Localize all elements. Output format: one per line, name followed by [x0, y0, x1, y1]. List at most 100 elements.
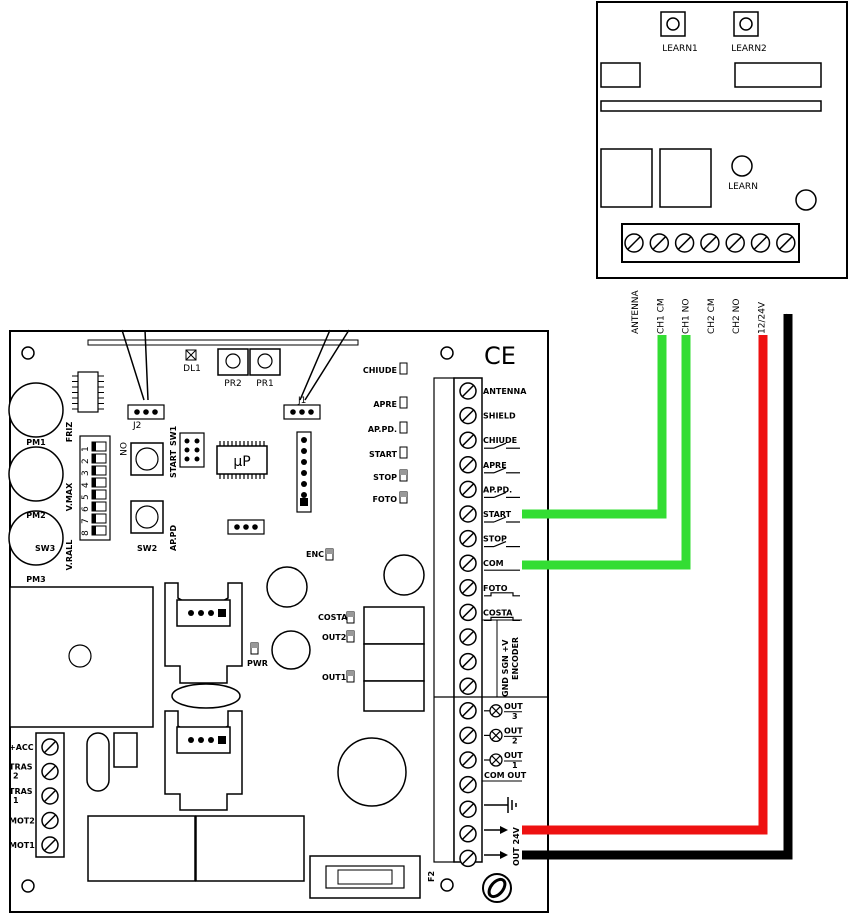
wire-ch1cm-start [522, 335, 667, 519]
heatsink-upper [164, 582, 243, 684]
dip-on-label: ON [117, 442, 127, 456]
ic-chip-small [77, 371, 99, 413]
lamp-icon [489, 704, 503, 718]
pr1-label: PR1 [256, 379, 273, 389]
encoder-label: ENCODER [511, 637, 520, 680]
dip-number: 1 [81, 446, 91, 452]
j2-label: J2 [132, 421, 141, 431]
friz-label: FRIZ [65, 422, 74, 443]
right-terminal-label: START [483, 510, 512, 519]
learn2-label: LEARN2 [731, 44, 767, 54]
sw2-appd-label: AP.PD [169, 525, 178, 551]
status-led [399, 396, 408, 409]
right-terminal-label: COM [483, 559, 504, 568]
costa-led-label: COSTA [318, 613, 348, 622]
left-terminal-label: 1 [13, 796, 19, 805]
relay [363, 643, 425, 682]
capacitor [383, 554, 425, 596]
pm1-label: PM1 [26, 438, 46, 447]
output-label: OUT [504, 751, 523, 760]
com-out-label: COM OUT [484, 771, 527, 780]
relay [363, 680, 425, 712]
small-component [113, 732, 138, 768]
relay-bottom-right [195, 815, 305, 882]
pm3-pot[interactable] [8, 510, 64, 566]
wire-1224v-out24v [522, 335, 768, 835]
dip-number: 8 [81, 530, 91, 536]
wire-gnd-out24v [522, 314, 793, 860]
heatsink-lower [164, 710, 243, 811]
led-label: AP.PD. [368, 425, 397, 434]
learn-label: LEARN [728, 182, 758, 192]
relay-bottom-left [87, 815, 196, 882]
pm2-pot[interactable] [8, 446, 64, 502]
receiver-terminal-label: CH1 CM [656, 298, 666, 334]
left-terminal-label: +ACC [9, 743, 34, 752]
status-led [399, 421, 408, 434]
sw2-knob [135, 505, 159, 529]
j1-pointer [299, 329, 350, 401]
pwr-label: PWR [247, 659, 268, 668]
ce-mark: CE [484, 342, 516, 370]
capacitor [266, 566, 308, 608]
output-label: OUT [504, 726, 523, 735]
mount-hole [440, 878, 454, 892]
output-number: 3 [512, 712, 518, 721]
wires [522, 314, 793, 860]
led-label: CHIUDE [363, 366, 397, 375]
mount-hole [21, 879, 35, 893]
left-terminal-label: TRAS [9, 763, 33, 772]
vmax-label: V.MAX [65, 482, 74, 511]
arrow-icon [484, 851, 508, 859]
dip-number: 7 [81, 518, 91, 524]
right-terminal-label: COSTA [483, 608, 513, 617]
output-number: 1 [512, 761, 518, 770]
dip-number: 2 [81, 458, 91, 464]
output-number: 2 [512, 736, 518, 745]
dip-number: 3 [81, 470, 91, 476]
microprocessor [216, 445, 268, 475]
sw2-label: SW2 [137, 544, 157, 553]
pm2-label: PM2 [26, 511, 45, 520]
receiver-terminal-label: CH2 CM [707, 298, 717, 334]
fuse-holder-small [86, 732, 110, 792]
left-terminal-label: MOT1 [9, 841, 35, 850]
right-terminal-label: AP.PD. [483, 485, 512, 494]
dip-number: 4 [81, 482, 91, 488]
ground-icon [484, 797, 517, 813]
lamp-icon [489, 728, 503, 743]
left-terminal-label: MOT2 [9, 817, 35, 826]
oval-component [171, 683, 241, 709]
pr2-knob [225, 353, 241, 369]
receiver-strip [600, 100, 822, 112]
mount-hole [440, 346, 454, 360]
receiver-led [795, 189, 817, 211]
receiver-module: LEARN1 LEARN2 LEARN ANTENNA CH1 CM CH1 NO C… [596, 1, 848, 334]
dl1-cross [185, 349, 197, 361]
output-label: OUT [504, 702, 523, 711]
right-terminal-label: FOTO [483, 584, 508, 593]
j1-label: J1 [297, 396, 306, 406]
led-label: APRE [373, 400, 397, 409]
dl1-label: DL1 [183, 364, 201, 374]
receiver-terminal-label: CH1 NO [682, 299, 692, 334]
learn1-label: LEARN1 [662, 44, 698, 54]
relay [363, 606, 425, 645]
microprocessor-label: µP [233, 454, 250, 470]
mount-hole [21, 346, 35, 360]
sw1-start-label: START [169, 449, 178, 478]
learn-button[interactable] [731, 155, 753, 177]
j2-pointer [121, 329, 149, 401]
sw1-label: SW1 [169, 425, 178, 446]
receiver-terminal-label: CH2 NO [732, 299, 742, 334]
receiver-terminal-label: ANTENNA [631, 289, 641, 334]
control-board: CE DL1 PR2 PR1 J2 J1 CHIUDEAPREAP.PD.STA… [8, 329, 549, 913]
receiver-component-b [734, 62, 822, 88]
out24v-label: OUT 24V [512, 826, 521, 866]
sw1-pin-header [179, 432, 205, 468]
pm1-pot[interactable] [8, 382, 64, 438]
lamp-icon [489, 753, 503, 767]
receiver-terminal-label: 12/24V [758, 301, 768, 334]
sw3-label: SW3 [35, 544, 55, 553]
